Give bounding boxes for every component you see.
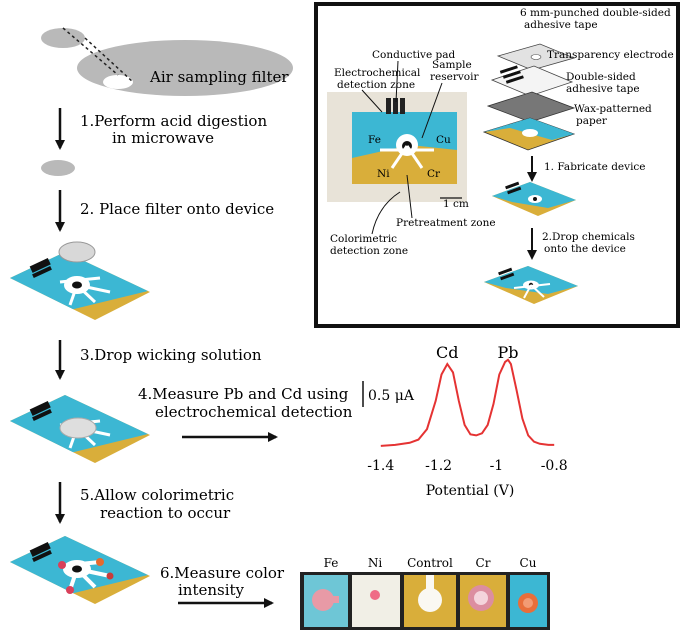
voltammogram-chart: -1.4 -1.2 -1 -0.8 Cd Pb 0.5 μA Potential (V… [362, 343, 568, 499]
x-axis-ticks: -1.4 -1.2 -1 -0.8 [367, 458, 567, 474]
label-fabricate: 1. Fabricate device [544, 161, 646, 173]
step6-line2: intensity [178, 581, 245, 599]
assembled-device [492, 181, 576, 216]
x-tick-label: -1 [490, 458, 504, 474]
voltammogram-curve [380, 358, 555, 447]
label-ds-tape-2: adhesive tape [566, 83, 640, 95]
digested-filter [41, 160, 75, 176]
label-ec-zone-2: detection zone [337, 79, 415, 91]
result-control [404, 575, 456, 627]
step1-line2: in microwave [112, 129, 214, 147]
filter-label: Air sampling filter [149, 68, 289, 86]
label-tape-1: 6 mm-punched double-sided [520, 7, 671, 19]
label-electrode: Transparency electrode [547, 49, 674, 61]
device-reacted [10, 536, 150, 604]
label-sample-2: reservoir [430, 71, 479, 83]
label-wax-1: Wax-patterned [574, 103, 652, 115]
final-device [484, 266, 578, 304]
step3-label: 3.Drop wicking solution [80, 346, 262, 364]
air-sampling-filter [41, 27, 293, 96]
x-tick-label: -0.8 [541, 458, 568, 474]
x-tick-label: -1.2 [425, 458, 452, 474]
device-with-filter [10, 241, 150, 320]
label-conductive-pad: Conductive pad [372, 49, 456, 61]
scale-1cm: 1 cm [443, 198, 469, 210]
step2-label: 2. Place filter onto device [80, 200, 274, 218]
label-drop-2: onto the device [544, 243, 626, 255]
inset-panel: Fe Cu Ni Cr 1 cm Conductive pad Electroc… [314, 2, 680, 328]
label-cu: Cu [436, 134, 451, 146]
label-fe: Fe [368, 134, 381, 146]
result-ni [352, 575, 400, 627]
device-photo [327, 92, 467, 202]
result-label-control: Control [407, 556, 453, 570]
label-tape-2: adhesive tape [524, 19, 598, 31]
step5-line2: reaction to occur [100, 504, 231, 522]
device-wicking [10, 395, 150, 463]
step4-line2: electrochemical detection [155, 403, 353, 421]
result-label-ni: Ni [368, 556, 383, 570]
result-fe [304, 575, 348, 627]
x-tick-label: -1.4 [367, 458, 394, 474]
exploded-layers [482, 43, 576, 151]
step1-line1: 1.Perform acid digestion [80, 112, 267, 130]
label-ni: Ni [377, 168, 390, 180]
label-sample-1: Sample [432, 59, 472, 71]
peak-label-cd: Cd [436, 343, 458, 362]
label-pretreatment: Pretreatment zone [396, 217, 496, 229]
result-label-cr: Cr [476, 556, 491, 570]
x-axis-label: Potential (V) [426, 483, 515, 499]
result-cr [460, 575, 506, 627]
label-color-zone-2: detection zone [330, 245, 408, 257]
current-scale-label: 0.5 μA [368, 388, 415, 404]
label-cr: Cr [427, 168, 441, 180]
peak-label-pb: Pb [497, 343, 518, 362]
color-results: Fe Ni Control Cr Cu [300, 556, 550, 630]
label-ds-tape-1: Double-sided [566, 71, 636, 83]
result-cu [510, 575, 547, 627]
label-ec-zone-1: Electrochemical [334, 67, 421, 79]
step6-line1: 6.Measure color [160, 564, 285, 582]
step5-line1: 5.Allow colorimetric [80, 486, 234, 504]
label-drop-1: 2.Drop chemicals [542, 231, 635, 243]
photo-leader-lines [361, 60, 443, 235]
result-label-cu: Cu [520, 556, 537, 570]
label-color-zone-1: Colorimetric [330, 233, 397, 245]
step4-line1: 4.Measure Pb and Cd using [138, 385, 349, 403]
result-label-fe: Fe [324, 556, 339, 570]
label-wax-2: paper [576, 115, 608, 127]
